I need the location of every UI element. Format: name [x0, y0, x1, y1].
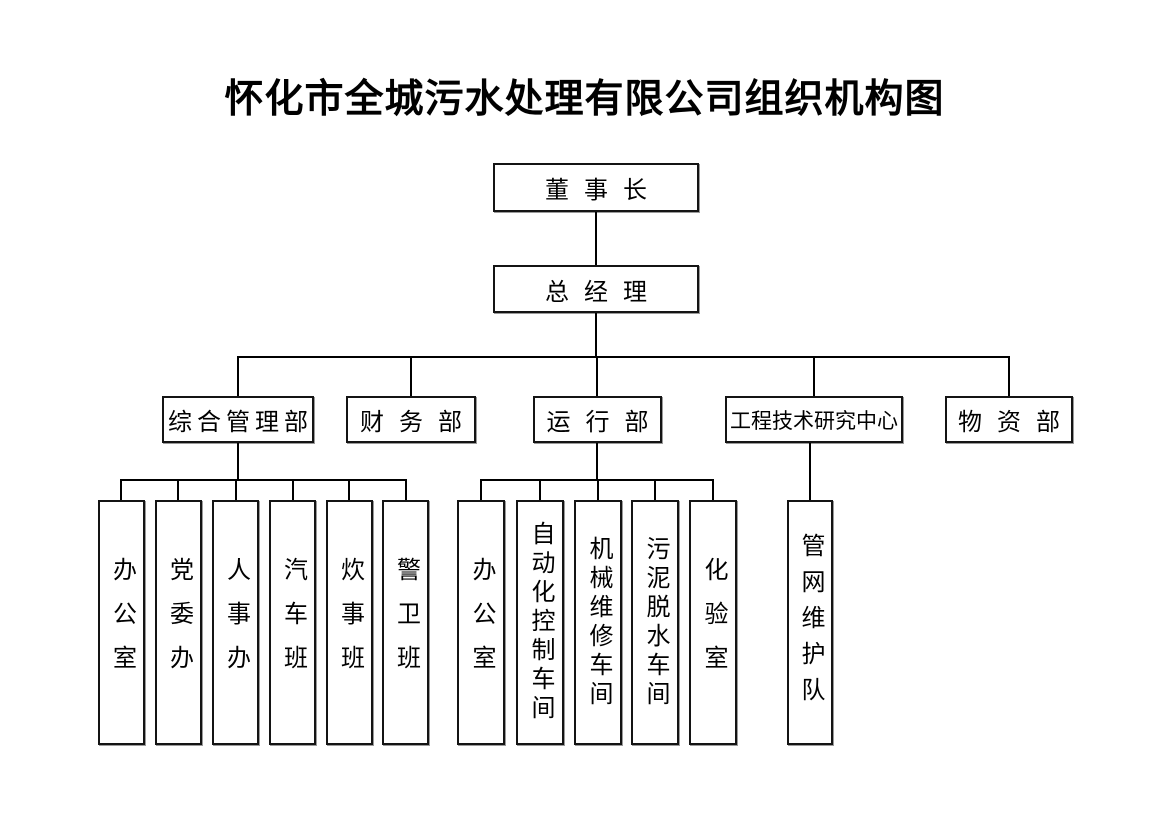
dept-box-general-management: 综合管理部 [162, 396, 314, 443]
unit-box-automation-control-workshop: 自动化控制车间 [516, 500, 564, 745]
left-bus-line [120, 479, 407, 481]
chart-title: 怀化市全城污水处理有限公司组织机构图 [224, 78, 945, 121]
connector-chairman-gm [595, 212, 597, 265]
chairman-box: 董事长 [493, 163, 699, 212]
drop-mid-5 [712, 479, 714, 500]
dept-box-engineering-research: 工程技术研究中心 [725, 396, 903, 443]
drop-dept-3 [596, 356, 598, 396]
unit-box-motor-pool: 汽车班 [269, 500, 316, 745]
general-manager-box: 总经理 [493, 265, 699, 313]
dept-box-operations: 运行部 [533, 396, 662, 443]
unit-box-sludge-dewatering-workshop: 污泥脱水车间 [631, 500, 679, 745]
drop-mid-4 [654, 479, 656, 500]
unit-box-office-middle: 办公室 [457, 500, 505, 745]
connector-dept4-unit [809, 443, 811, 500]
dept-box-finance: 财务部 [346, 396, 476, 443]
connector-dept1-bus [237, 443, 239, 480]
drop-dept-5 [1008, 356, 1010, 396]
drop-mid-1 [480, 479, 482, 500]
drop-left-2 [177, 479, 179, 500]
unit-box-personnel: 人事办 [212, 500, 259, 745]
connector-dept3-bus [596, 443, 598, 480]
unit-box-pipe-network-maintenance: 管网维护队 [787, 500, 833, 745]
drop-mid-3 [597, 479, 599, 500]
drop-dept-1 [237, 356, 239, 396]
drop-left-1 [120, 479, 122, 500]
unit-box-guard: 警卫班 [382, 500, 429, 745]
drop-dept-2 [410, 356, 412, 396]
unit-box-office-left: 办公室 [98, 500, 145, 745]
connector-gm-bus [595, 313, 597, 358]
drop-left-4 [292, 479, 294, 500]
drop-left-5 [348, 479, 350, 500]
unit-box-laboratory: 化验室 [689, 500, 737, 745]
main-bus-line [237, 356, 1010, 358]
drop-dept-4 [813, 356, 815, 396]
unit-box-party-committee: 党委办 [155, 500, 202, 745]
drop-left-3 [235, 479, 237, 500]
drop-left-6 [405, 479, 407, 500]
drop-mid-2 [539, 479, 541, 500]
unit-box-kitchen: 炊事班 [326, 500, 373, 745]
unit-box-mechanical-maintenance-workshop: 机械维修车间 [574, 500, 622, 745]
dept-box-materials: 物资部 [945, 396, 1073, 443]
